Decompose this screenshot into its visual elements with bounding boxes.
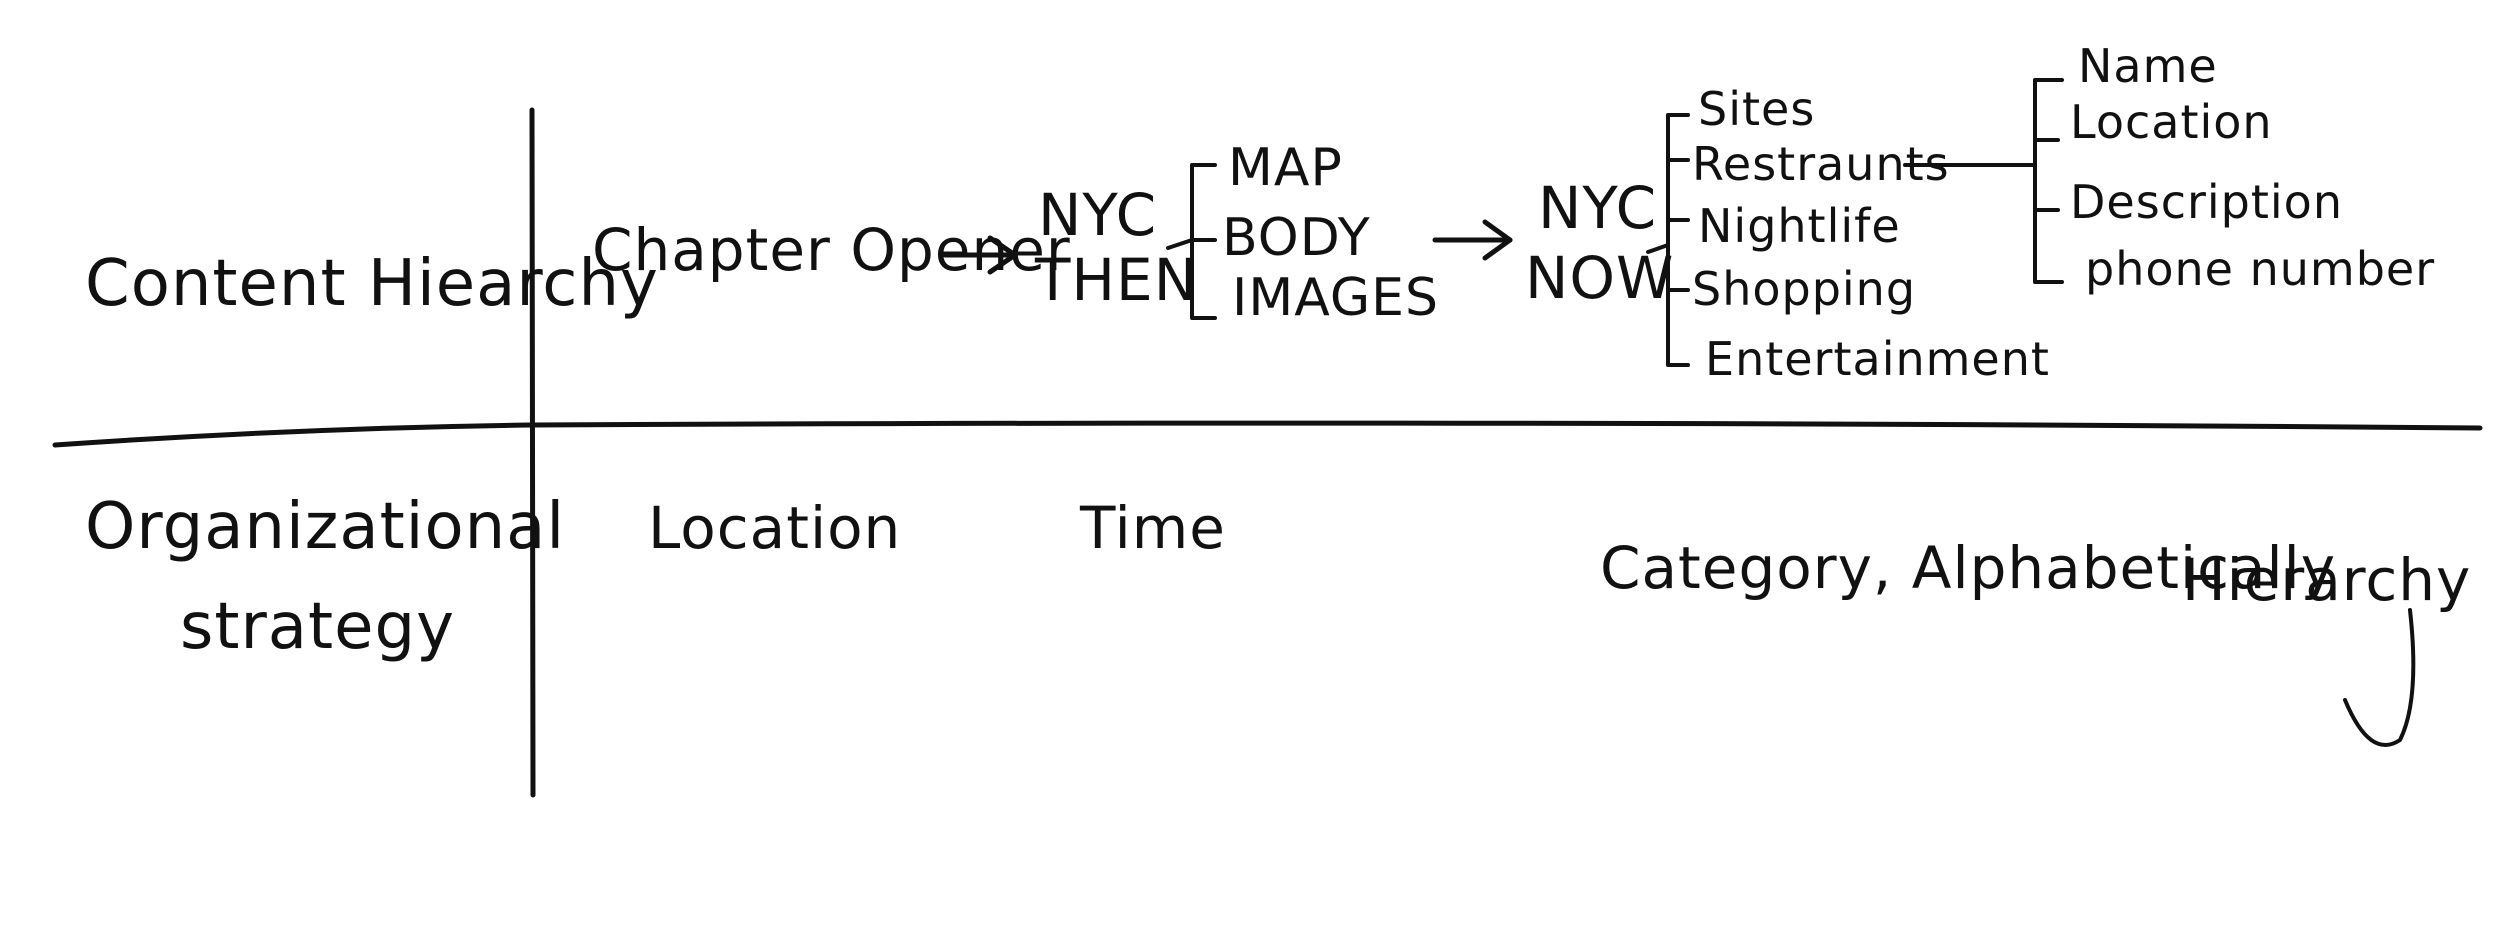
details-bracket — [2033, 78, 2064, 284]
row-label-organizational: Organizational — [85, 490, 565, 564]
now-item-nightlife: Nightlife — [1698, 199, 1901, 253]
then-bracket — [1166, 163, 1217, 320]
nyc-then-label-line2: THEN — [1034, 246, 1198, 314]
detail-description: Description — [2070, 175, 2343, 229]
now-item-entertainment: Entertainment — [1705, 332, 2050, 386]
nyc-now-label-line2: NOW — [1525, 244, 1674, 312]
chapter-opener-label: Chapter Opener — [592, 216, 1071, 284]
strategy-category-alphabetically: Category, Alphabetically — [1600, 534, 2336, 602]
now-item-sites: Sites — [1698, 82, 1815, 136]
then-item-images: IMAGES — [1232, 268, 1439, 328]
now-bracket — [1646, 113, 1690, 367]
detail-phone-number: phone number — [2085, 242, 2435, 296]
strategy-hierarchy: Hierarchy — [2182, 546, 2471, 614]
now-item-shopping: Shopping — [1692, 262, 1916, 316]
row-label-strategy: strategy — [180, 590, 455, 664]
vertical-divider — [529, 107, 536, 798]
horizontal-divider — [52, 420, 2483, 448]
then-item-body: BODY — [1222, 208, 1371, 268]
row-label-content-hierarchy: Content Hiearchy — [85, 247, 659, 321]
nyc-then-label-line1: NYC — [1038, 181, 1157, 249]
then-item-map: MAP — [1228, 138, 1343, 198]
strategy-time: Time — [1079, 494, 1226, 562]
nyc-now-label-line1: NYC — [1538, 174, 1657, 242]
arrow-opener-to-then — [942, 235, 1018, 275]
strategy-location: Location — [648, 494, 901, 562]
detail-location: Location — [2070, 95, 2273, 149]
detail-name: Name — [2078, 39, 2218, 93]
arrow-then-to-now — [1432, 219, 1513, 261]
hierarchy-tail-stroke — [2343, 608, 2416, 747]
